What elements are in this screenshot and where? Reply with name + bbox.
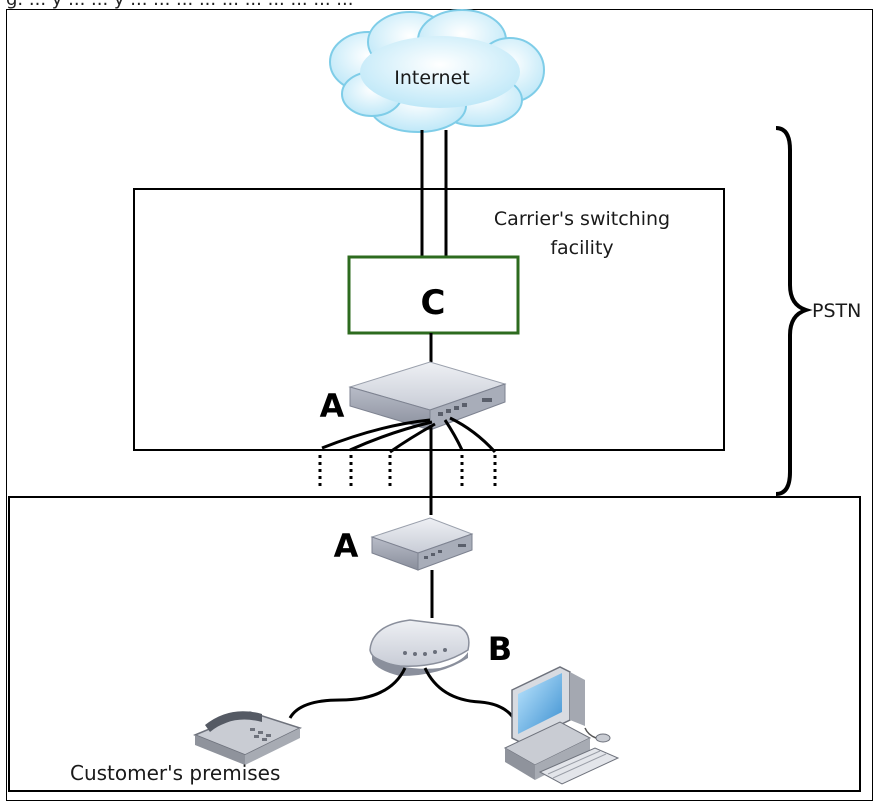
- carrier-facility-box: [133, 188, 725, 451]
- switch-c-box: [347, 255, 520, 335]
- internet-uplink-lines: [420, 130, 448, 258]
- figure-frame: [6, 9, 873, 801]
- device-b-label: B: [488, 630, 512, 668]
- carrier-label-line2: facility: [550, 237, 613, 259]
- internet-label: Internet: [394, 67, 469, 89]
- modem-device-b: [369, 619, 470, 676]
- switch-c-label: C: [421, 283, 446, 323]
- cropped-caption-strip: g. ... y ... ... y ... ... ... ... ... .…: [0, 0, 877, 9]
- telephone-icon: [193, 711, 303, 765]
- cropped-caption-text: g. ... y ... ... y ... ... ... ... ... .…: [6, 0, 353, 9]
- carrier-label-line1: Carrier's switching: [494, 208, 670, 230]
- premises-cables: [288, 667, 517, 721]
- customer-premises-box: [8, 496, 861, 792]
- fanout-cables: [321, 416, 497, 515]
- top-device-a-label: A: [320, 387, 345, 425]
- pstn-brace: [775, 126, 813, 496]
- dotted-drop-lines: [318, 455, 497, 490]
- pstn-label: PSTN: [812, 300, 861, 322]
- computer-icon: [503, 666, 620, 785]
- bottom-access-device: [370, 517, 474, 571]
- customer-premises-label: Customer's premises: [70, 761, 280, 785]
- internet-cloud: Internet: [329, 9, 545, 133]
- bottom-device-a-label: A: [334, 527, 359, 565]
